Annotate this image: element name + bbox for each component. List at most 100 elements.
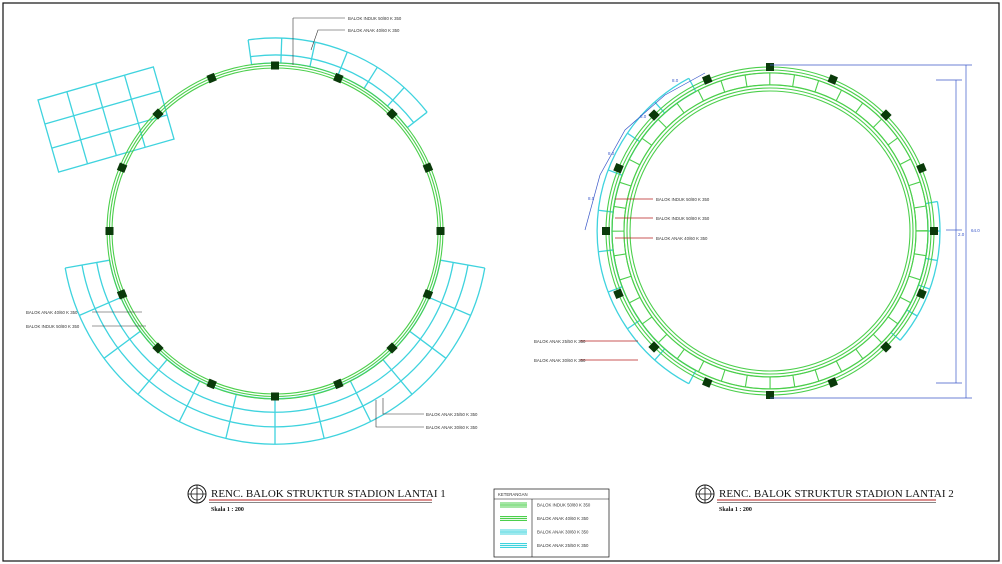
radial-beam bbox=[744, 375, 748, 388]
radial-beam bbox=[247, 39, 253, 65]
label2-balok-anak-25: BALOK ANAK 25/50 K 350 bbox=[534, 339, 586, 344]
radial-beam bbox=[908, 275, 921, 281]
ring-line bbox=[626, 87, 914, 375]
radial-beam bbox=[792, 74, 796, 87]
dimension-8-a: 8.0 bbox=[588, 196, 595, 201]
radial-beam bbox=[628, 158, 641, 166]
radial-beam bbox=[872, 333, 883, 344]
legend-item: BALOK ANAK 25/50 K 350 bbox=[500, 543, 589, 548]
column-marker bbox=[702, 377, 713, 388]
wing-beam bbox=[123, 75, 146, 148]
plan-lantai-1: BALOK INDUK 50/80 K 350 BALOK ANAK 40/60… bbox=[26, 16, 486, 445]
radial-beam bbox=[178, 380, 201, 422]
wing-beam bbox=[66, 91, 89, 165]
arc-beam bbox=[64, 267, 486, 445]
label-balok-anak-30: BALOK ANAK 30/60 K 350 bbox=[426, 425, 478, 430]
arc-beam bbox=[899, 201, 941, 341]
radial-beam bbox=[899, 158, 911, 165]
label-balok-induk-top: BALOK INDUK 50/80 K 350 bbox=[348, 16, 402, 21]
radial-beam bbox=[855, 348, 864, 360]
radial-beam bbox=[720, 80, 726, 93]
radial-beam bbox=[899, 296, 912, 304]
radial-beam bbox=[409, 330, 447, 359]
dimension-8-d: 8.0 bbox=[672, 78, 679, 83]
label-group-top: BALOK INDUK 50/80 K 350 BALOK ANAK 40/60… bbox=[292, 16, 402, 65]
column-marker bbox=[386, 342, 398, 354]
label2-balok-anak-30: BALOK ANAK 30/60 K 350 bbox=[534, 358, 586, 363]
column-marker bbox=[333, 72, 344, 84]
column-marker bbox=[766, 63, 774, 71]
radial-beam bbox=[814, 369, 820, 382]
radial-beam bbox=[406, 111, 428, 129]
arc-beam bbox=[596, 77, 690, 385]
column-markers-2 bbox=[602, 63, 938, 399]
title-lantai-2: RENC. BALOK STRUKTUR STADION LANTAI 2 bbox=[719, 488, 954, 500]
radial-beam bbox=[887, 137, 899, 146]
dimension-2: 2.0 bbox=[958, 232, 965, 237]
radial-beam bbox=[908, 181, 921, 187]
radial-beam bbox=[382, 359, 413, 395]
label2-balok-induk-a: BALOK INDUK 50/80 K 350 bbox=[656, 197, 710, 202]
legend-item-label: BALOK ANAK 30/60 K 350 bbox=[537, 530, 589, 535]
dimension-lines bbox=[584, 64, 972, 399]
radial-beam bbox=[697, 360, 705, 373]
scale-lantai-2: Skala 1 : 200 bbox=[719, 507, 752, 513]
column-marker bbox=[333, 378, 344, 390]
legend-item-label: BALOK INDUK 50/80 K 350 bbox=[537, 503, 591, 508]
wing-beam bbox=[44, 90, 161, 125]
radial-beam bbox=[440, 259, 485, 269]
dimension-8-b: 8.0 bbox=[608, 151, 615, 156]
radial-beam bbox=[386, 87, 405, 107]
column-marker bbox=[880, 341, 892, 353]
label-balok-anak-25: BALOK ANAK 25/50 K 350 bbox=[426, 412, 478, 417]
radial-beam bbox=[337, 51, 348, 76]
column-marker bbox=[602, 227, 610, 235]
radial-beam bbox=[657, 333, 668, 344]
column-marker bbox=[271, 392, 279, 401]
radial-beam bbox=[855, 102, 864, 114]
column-marker bbox=[930, 227, 938, 235]
column-marker bbox=[613, 288, 624, 299]
radial-beam bbox=[309, 42, 316, 67]
title-block-2: RENC. BALOK STRUKTUR STADION LANTAI 2 Sk… bbox=[695, 484, 954, 513]
radial-beam bbox=[657, 119, 668, 129]
scale-lantai-1: Skala 1 : 200 bbox=[211, 507, 244, 513]
title-lantai-1: RENC. BALOK STRUKTUR STADION LANTAI 1 bbox=[211, 488, 446, 500]
radial-beam bbox=[676, 102, 685, 114]
column-marker bbox=[422, 289, 434, 300]
radial-beam bbox=[613, 253, 626, 257]
radial-beam bbox=[429, 296, 471, 316]
radial-beam bbox=[641, 137, 653, 146]
column-markers bbox=[105, 61, 445, 401]
radial-beam bbox=[835, 360, 843, 373]
bottom-stand-structure bbox=[64, 259, 486, 445]
column-marker bbox=[116, 162, 128, 173]
label-leaders-2 bbox=[580, 198, 653, 361]
radial-beam bbox=[619, 181, 632, 187]
legend-item: BALOK ANAK 40/60 K 350 bbox=[500, 516, 589, 521]
column-marker bbox=[105, 227, 114, 235]
label-balok-anak-top: BALOK ANAK 40/60 K 350 bbox=[348, 28, 400, 33]
radial-beam bbox=[65, 259, 110, 269]
column-marker bbox=[116, 289, 128, 300]
plan-lantai-2: 64.0 2.0 8.0 8.0 8.0 8.0 BALOK INDUK 50/… bbox=[534, 63, 980, 399]
column-marker bbox=[916, 163, 927, 174]
column-marker bbox=[648, 341, 660, 353]
label2-balok-anak-40: BALOK ANAK 40/60 K 350 bbox=[656, 236, 708, 241]
label2-balok-induk-b: BALOK INDUK 50/80 K 350 bbox=[656, 216, 710, 221]
radial-beam bbox=[313, 394, 325, 439]
radial-beam bbox=[79, 296, 121, 316]
radial-beam bbox=[914, 205, 927, 209]
legend-item-label: BALOK ANAK 40/60 K 350 bbox=[537, 516, 589, 521]
radial-beam bbox=[720, 369, 726, 382]
column-marker bbox=[206, 72, 217, 84]
label-group-bottom: BALOK ANAK 25/50 K 350 BALOK ANAK 30/60 … bbox=[375, 398, 478, 430]
radial-beam bbox=[103, 330, 141, 359]
column-marker bbox=[916, 288, 927, 299]
dimension-8-c: 8.0 bbox=[640, 114, 647, 119]
legend-box: KETERANGAN BALOK INDUK 50/80 K 350BALOK … bbox=[493, 488, 610, 558]
label-balok-induk-left: BALOK INDUK 50/80 K 350 bbox=[26, 324, 80, 329]
arc-beam bbox=[623, 84, 917, 378]
column-marker bbox=[152, 342, 164, 354]
column-marker bbox=[613, 163, 624, 174]
